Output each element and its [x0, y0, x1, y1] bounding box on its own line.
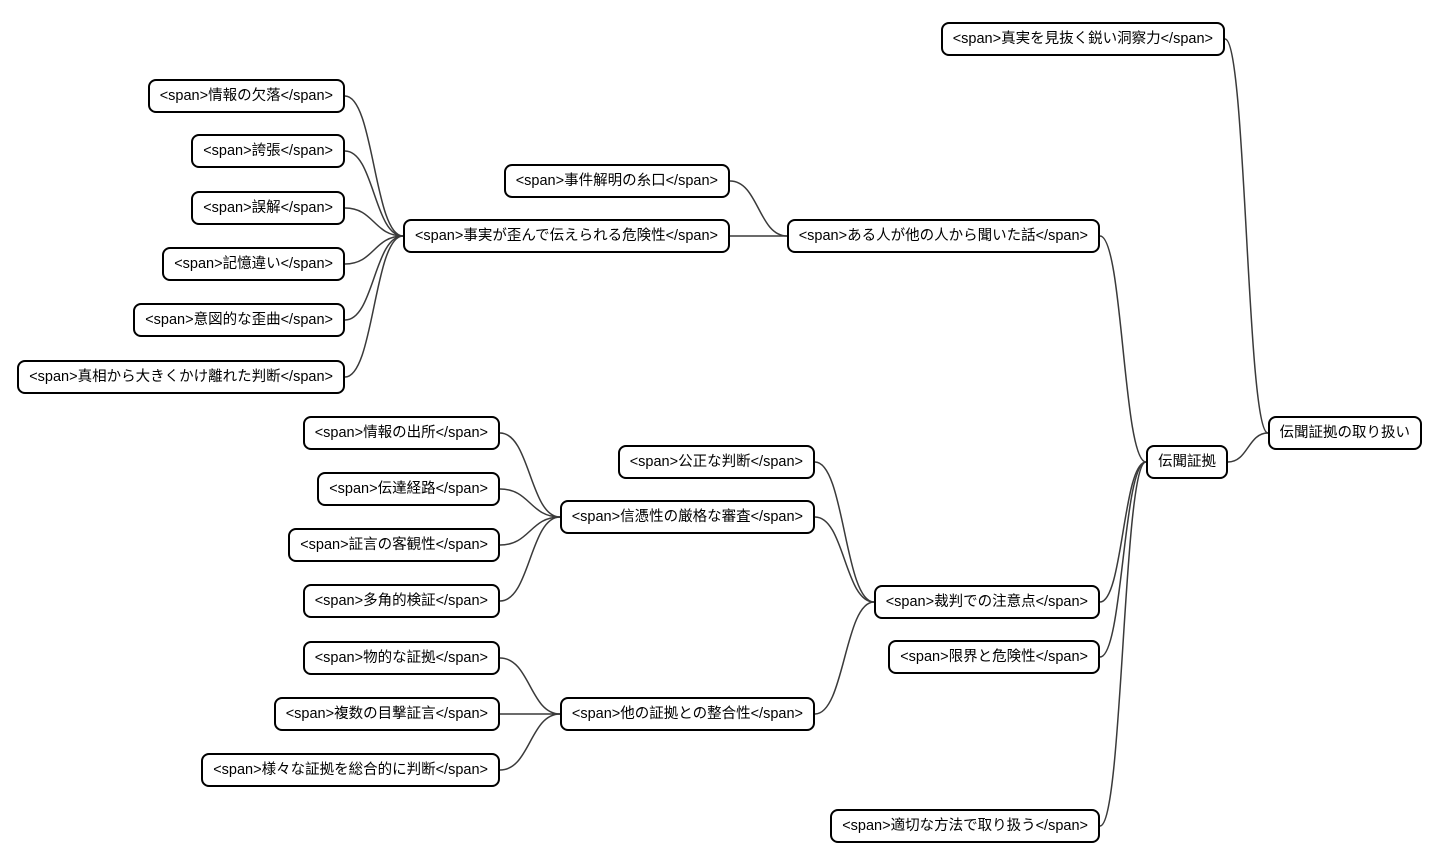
- mindmap-node-missing[interactable]: <span>情報の欠落</span>: [147, 79, 345, 113]
- edge-objectivity-credibility: [499, 516, 561, 546]
- edge-clue-heard: [729, 180, 788, 237]
- mindmap-node-credibility[interactable]: <span>信憑性の厳格な審査</span>: [559, 500, 815, 534]
- mindmap-node-hearsay[interactable]: 伝聞証拠: [1146, 445, 1228, 479]
- edge-court-hearsay: [1099, 461, 1147, 603]
- mindmap-node-source[interactable]: <span>情報の出所</span>: [302, 416, 500, 450]
- mindmap-node-comprehensive[interactable]: <span>様々な証拠を総合的に判断</span>: [201, 753, 500, 787]
- edge-source-credibility: [499, 432, 561, 518]
- mindmap-node-misremember[interactable]: <span>記憶違い</span>: [162, 247, 345, 281]
- edge-credibility-court: [814, 516, 875, 603]
- mindmap-node-misunderstanding[interactable]: <span>誤解</span>: [191, 191, 345, 225]
- edge-exaggeration-distortion: [344, 150, 404, 237]
- edge-consistency-court: [814, 601, 875, 715]
- edge-misremember-distortion: [344, 235, 404, 265]
- mindmap-node-clue[interactable]: <span>事件解明の糸口</span>: [503, 164, 730, 198]
- edge-physical-consistency: [499, 657, 561, 715]
- edge-intentional-distortion: [344, 235, 404, 321]
- mindmap-node-court[interactable]: <span>裁判での注意点</span>: [873, 585, 1100, 619]
- mindmap-node-farjudgment[interactable]: <span>真相から大きくかけ離れた判断</span>: [17, 360, 345, 394]
- mindmap-node-limits[interactable]: <span>限界と危険性</span>: [888, 640, 1100, 674]
- mindmap-node-root[interactable]: 伝聞証拠の取り扱い: [1267, 416, 1422, 450]
- mindmap-node-proper[interactable]: <span>適切な方法で取り扱う</span>: [830, 809, 1100, 843]
- edge-multiangle-credibility: [499, 516, 561, 602]
- edge-heard-hearsay: [1099, 235, 1147, 463]
- mindmap-node-multiangle[interactable]: <span>多角的検証</span>: [302, 584, 500, 618]
- mindmap-node-insight[interactable]: <span>真実を見抜く鋭い洞察力</span>: [940, 22, 1225, 56]
- edge-insight-root: [1224, 38, 1269, 434]
- edge-comprehensive-consistency: [499, 713, 561, 771]
- mindmap-node-distortion[interactable]: <span>事実が歪んで伝えられる危険性</span>: [402, 219, 730, 253]
- mindmap-node-exaggeration[interactable]: <span>誇張</span>: [191, 134, 345, 168]
- mindmap-node-objectivity[interactable]: <span>証言の客観性</span>: [288, 528, 500, 562]
- mindmap-node-witnesses[interactable]: <span>複数の目撃証言</span>: [273, 697, 500, 731]
- edge-fair-court: [814, 461, 875, 603]
- edge-route-credibility: [499, 488, 561, 518]
- mindmap-node-heard[interactable]: <span>ある人が他の人から聞いた話</span>: [786, 219, 1100, 253]
- edge-limits-hearsay: [1099, 461, 1147, 658]
- mindmap-node-fair[interactable]: <span>公正な判断</span>: [617, 445, 815, 479]
- mindmap-node-route[interactable]: <span>伝達経路</span>: [317, 472, 500, 506]
- edge-hearsay-root: [1227, 432, 1269, 463]
- mindmap-node-intentional[interactable]: <span>意図的な歪曲</span>: [133, 303, 345, 337]
- mindmap-node-physical[interactable]: <span>物的な証拠</span>: [302, 641, 500, 675]
- mindmap-node-consistency[interactable]: <span>他の証拠との整合性</span>: [559, 697, 815, 731]
- edge-farjudgment-distortion: [344, 235, 404, 378]
- edge-proper-hearsay: [1099, 461, 1147, 827]
- edge-missing-distortion: [344, 95, 404, 237]
- edge-misunderstanding-distortion: [344, 207, 404, 237]
